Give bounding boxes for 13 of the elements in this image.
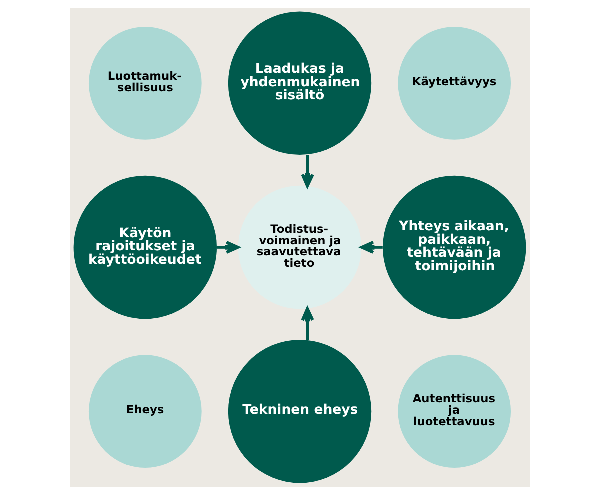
arrow — [360, 240, 383, 254]
arrow — [217, 240, 240, 254]
node-circle: Yhteys aikaan, paikkaan, tehtävään ja toimijoihin — [383, 176, 526, 320]
node-circle: Autenttisuus ja luotettavuus — [398, 355, 512, 468]
node-circle: Käytettävyys — [398, 26, 512, 140]
arrow — [301, 155, 314, 188]
node-circle: Eheys — [88, 355, 202, 468]
arrow — [301, 307, 314, 340]
node-circle: Laadukas ja yhdenmukainen sisältö — [228, 12, 372, 156]
node-circle: Todistus-voimainen ja saavutettava tieto — [238, 186, 362, 310]
node-circle: Käytön rajoitukset ja käyttöoikeudet — [74, 176, 217, 320]
node-circle: Tekninen eheys — [228, 340, 372, 484]
node-circle: Luottamuk-sellisuus — [88, 26, 202, 140]
